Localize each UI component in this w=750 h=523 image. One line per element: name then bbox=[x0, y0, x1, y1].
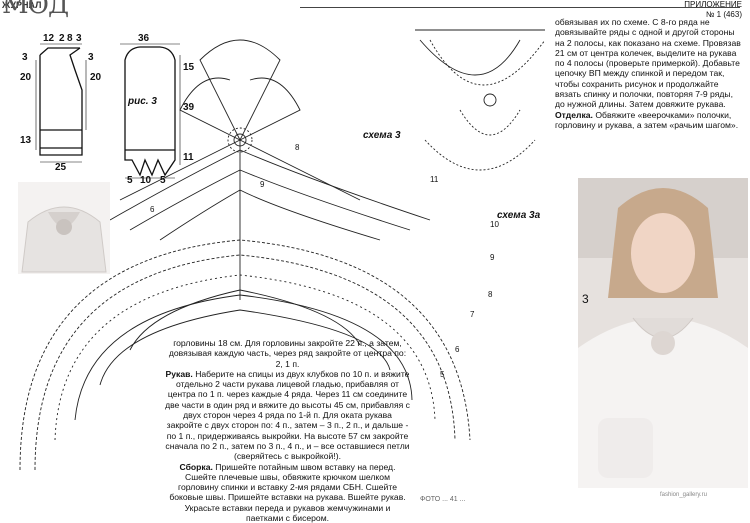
crochet-scheme-3a bbox=[415, 30, 545, 170]
right-finishing: Отделка. Обвяжите «веерочками» полочки, … bbox=[555, 110, 745, 131]
row-number: 5 bbox=[440, 370, 444, 379]
dim-left-mid: 20 bbox=[20, 72, 31, 83]
row-number: 6 bbox=[455, 345, 459, 354]
row-number: 8 bbox=[488, 290, 492, 299]
body-pattern bbox=[40, 48, 82, 155]
row-number: 11 bbox=[430, 175, 438, 184]
center-column-text: горловины 18 см. Для горловины закройте … bbox=[165, 338, 410, 523]
row-number: 6 bbox=[150, 205, 154, 214]
sweater-thumbnail bbox=[18, 182, 110, 274]
source-footer: fashion_gallery.ru bbox=[660, 492, 707, 498]
dim-top-mid1: 2 bbox=[59, 33, 65, 44]
sleeve-dim-right-low: 11 bbox=[183, 152, 194, 163]
finishing-label: Отделка. bbox=[555, 110, 593, 120]
row-number: 9 bbox=[260, 180, 264, 189]
scheme-3-label: схема 3 bbox=[363, 130, 401, 141]
sleeve-text: Наберите на спицы из двух клубков по 10 … bbox=[165, 369, 410, 461]
bottom-note: ФОТО ... 41 ... bbox=[420, 496, 465, 503]
dim-left-top: 3 bbox=[22, 52, 28, 63]
dim-right-top: 3 bbox=[88, 52, 94, 63]
right-paragraph: обвязывая их по схеме. С 8-го ряда не до… bbox=[555, 17, 745, 110]
row-number: 10 bbox=[490, 220, 499, 229]
dim-top-mid2: 8 bbox=[67, 33, 73, 44]
sleeve-dim-bottom2: 10 bbox=[140, 175, 151, 186]
dim-left-low: 13 bbox=[20, 135, 31, 146]
assembly-label: Сборка. bbox=[180, 462, 213, 472]
scheme-3a-label: схема 3а bbox=[497, 210, 540, 221]
sleeve-dim-right-top: 15 bbox=[183, 62, 194, 73]
sleeve-dim-right-mid: 39 bbox=[183, 102, 194, 113]
dim-bottom: 25 bbox=[55, 162, 66, 173]
row-number: 7 bbox=[470, 310, 474, 319]
model-photo bbox=[578, 178, 748, 488]
dim-top-mid3: 3 bbox=[76, 33, 82, 44]
center-paragraph-3: Сборка. Пришейте потайным швом вставку н… bbox=[165, 462, 410, 523]
right-column-text: обвязывая их по схеме. С 8-го ряда не до… bbox=[555, 17, 745, 130]
sleeve-caption: рис. 3 bbox=[128, 96, 157, 107]
photo-number: 3 bbox=[582, 292, 589, 306]
center-paragraph-1: горловины 18 см. Для горловины закройте … bbox=[165, 338, 410, 369]
sleeve-dim-bottom1: 5 bbox=[127, 175, 133, 186]
center-paragraph-2: Рукав. Наберите на спицы из двух клубков… bbox=[165, 369, 410, 462]
sleeve-pattern bbox=[125, 47, 175, 175]
row-number: 9 bbox=[490, 253, 494, 262]
dim-top-left: 12 bbox=[43, 33, 54, 44]
sleeve-label: Рукав. bbox=[166, 369, 193, 379]
dim-right-mid: 20 bbox=[90, 72, 101, 83]
sleeve-dim-top: 36 bbox=[138, 33, 149, 44]
row-number: 8 bbox=[295, 143, 299, 152]
sleeve-dim-bottom3: 5 bbox=[160, 175, 166, 186]
